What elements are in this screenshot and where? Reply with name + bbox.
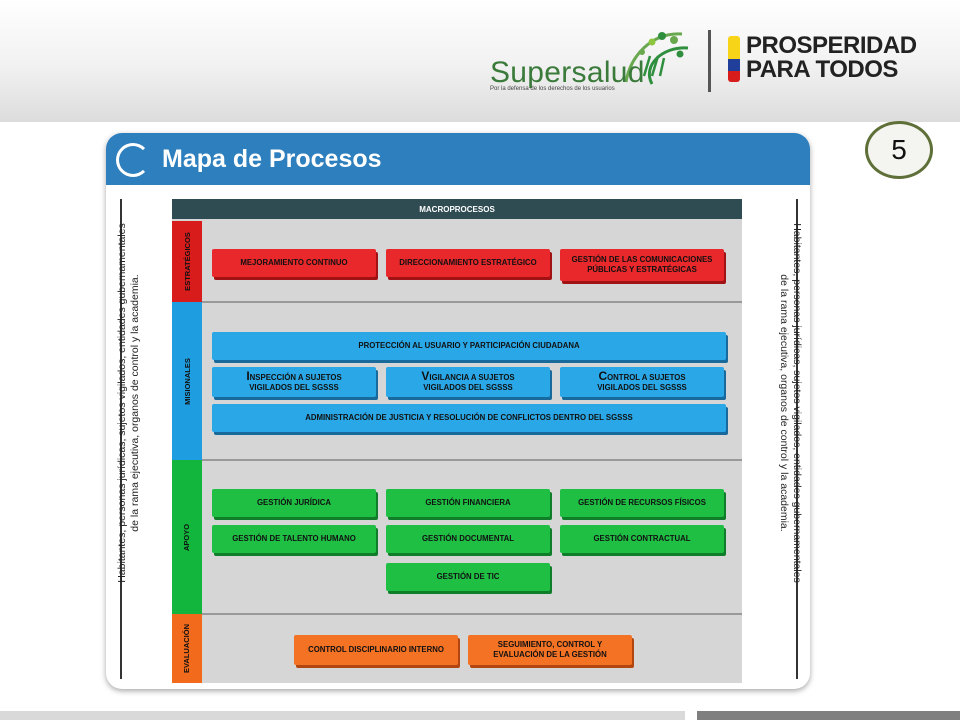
vigilancia-initial: V bbox=[421, 369, 430, 383]
colombia-flag-icon bbox=[728, 36, 740, 82]
process-control-disciplinario[interactable]: CONTROL DISCIPLINARIO INTERNO bbox=[294, 635, 458, 665]
process-gestion-financiera[interactable]: GESTIÓN FINANCIERA bbox=[386, 489, 550, 517]
process-seguimiento-control[interactable]: SEGUIMIENTO, CONTROL Y EVALUACIÓN DE LA … bbox=[468, 635, 632, 665]
side-text-left: Habitantes, personas jurídicas, sujetos … bbox=[116, 223, 141, 583]
row-label-apoyo-text: APOYO bbox=[182, 523, 192, 551]
supersalud-tagline: Por la defensa de los derechos de los us… bbox=[490, 86, 615, 92]
macroprocesos-header: MACROPROCESOS bbox=[172, 199, 742, 219]
row-separator bbox=[202, 301, 742, 303]
prosperidad-logo: PROSPERIDAD PARA TODOS bbox=[728, 34, 933, 90]
row-label-evaluacion-text: EVALUACIÓN bbox=[182, 623, 192, 674]
prosperidad-line1: PROSPERIDAD bbox=[746, 32, 917, 59]
logo-divider bbox=[708, 30, 711, 92]
control-initial: C bbox=[598, 369, 608, 383]
footer-bar-left bbox=[0, 711, 685, 720]
vigilancia-rest: IGILANCIA A SUJETOS bbox=[429, 373, 515, 382]
process-gestion-recursos-fisicos[interactable]: GESTIÓN DE RECURSOS FÍSICOS bbox=[560, 489, 724, 517]
process-gestion-comunicaciones[interactable]: GESTIÓN DE LAS COMUNICACIONES PÚBLICAS Y… bbox=[560, 249, 724, 281]
page-number-badge: 5 bbox=[865, 121, 933, 179]
row-label-misionales-text: MISIONALES bbox=[182, 357, 192, 405]
process-direccionamiento-estrategico[interactable]: DIRECCIONAMIENTO ESTRATÉGICO bbox=[386, 249, 550, 277]
row-separator bbox=[202, 459, 742, 461]
footer-bar-right bbox=[697, 711, 960, 720]
process-inspeccion[interactable]: INSPECCIÓN A SUJETOS VIGILADOS DEL SGSSS bbox=[212, 367, 376, 397]
supersalud-brand: Supersalud bbox=[490, 56, 645, 89]
supersalud-logo: Supersalud Por la defensa de los derecho… bbox=[488, 26, 698, 96]
inspeccion-initial: I bbox=[246, 369, 250, 383]
process-gestion-juridica[interactable]: GESTIÓN JURÍDICA bbox=[212, 489, 376, 517]
process-vigilancia[interactable]: VIGILANCIA A SUJETOS VIGILADOS DEL SGSSS bbox=[386, 367, 550, 397]
process-gestion-contractual[interactable]: GESTIÓN CONTRACTUAL bbox=[560, 525, 724, 553]
title-arc-icon bbox=[116, 143, 150, 177]
supersalud-swoosh-icon bbox=[624, 32, 689, 85]
card-title-bar: Mapa de Procesos bbox=[106, 133, 810, 185]
vigilancia-line2: VIGILADOS DEL SGSSS bbox=[423, 383, 513, 392]
row-label-evaluacion: EVALUACIÓN bbox=[172, 614, 202, 683]
process-map-card: Mapa de Procesos Habitantes, personas ju… bbox=[106, 133, 810, 689]
left-border-line bbox=[120, 199, 122, 679]
prosperidad-text: PROSPERIDAD PARA TODOS bbox=[746, 34, 917, 82]
control-rest: ONTROL A SUJETOS bbox=[607, 373, 686, 382]
inspeccion-rest: NSPECCIÓN A SUJETOS bbox=[249, 373, 342, 382]
row-label-misionales: MISIONALES bbox=[172, 302, 202, 460]
process-control[interactable]: CONTROL A SUJETOS VIGILADOS DEL SGSSS bbox=[560, 367, 724, 397]
row-separator bbox=[202, 613, 742, 615]
row-label-apoyo: APOYO bbox=[172, 460, 202, 614]
side-text-right: Habitantes, personas jurídicas, sujetos … bbox=[778, 223, 803, 583]
header-band bbox=[0, 0, 960, 122]
process-gestion-tic[interactable]: GESTIÓN DE TIC bbox=[386, 563, 550, 591]
control-line2: VIGILADOS DEL SGSSS bbox=[597, 383, 687, 392]
process-gestion-documental[interactable]: GESTIÓN DOCUMENTAL bbox=[386, 525, 550, 553]
row-label-estrategicos-text: ESTRATÉGICOS bbox=[182, 232, 192, 291]
process-gestion-talento-humano[interactable]: GESTIÓN DE TALENTO HUMANO bbox=[212, 525, 376, 553]
row-label-estrategicos: ESTRATÉGICOS bbox=[172, 221, 202, 302]
prosperidad-line2: PARA TODOS bbox=[746, 56, 898, 83]
right-border-line bbox=[796, 199, 798, 679]
inspeccion-line2: VIGILADOS DEL SGSSS bbox=[249, 383, 339, 392]
process-mejoramiento-continuo[interactable]: MEJORAMIENTO CONTINUO bbox=[212, 249, 376, 277]
process-administracion-justicia[interactable]: ADMINISTRACIÓN DE JUSTICIA Y RESOLUCIÓN … bbox=[212, 404, 726, 432]
process-proteccion-usuario[interactable]: PROTECCIÓN AL USUARIO Y PARTICIPACIÓN CI… bbox=[212, 332, 726, 360]
card-title: Mapa de Procesos bbox=[162, 145, 382, 173]
process-grid: MACROPROCESOS ESTRATÉGICOS MISIONALES AP… bbox=[172, 199, 742, 683]
